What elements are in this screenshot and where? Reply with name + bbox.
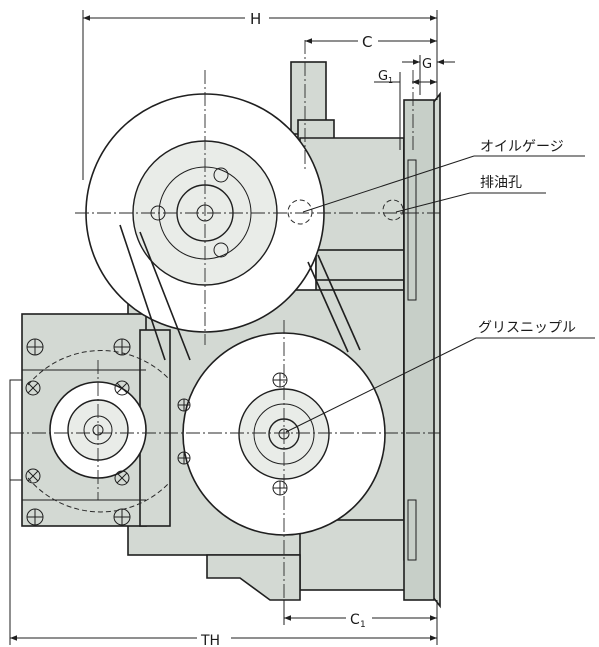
svg-text:G: G xyxy=(378,69,388,84)
svg-text:C: C xyxy=(350,612,360,628)
oil-gauge-label: オイルゲージ xyxy=(480,139,564,155)
dim-label-C1: C 1 xyxy=(350,612,366,630)
dim-label-G1: G 1 xyxy=(378,69,393,85)
oil-gauge-callout: オイルゲージ xyxy=(302,139,585,213)
drain-hole-callout: 排油孔 xyxy=(395,175,546,213)
belt xyxy=(119,224,361,361)
dim-label-C: C xyxy=(362,33,372,51)
grease-nipple-label: グリスニップル xyxy=(478,320,576,336)
mounting-bolts xyxy=(25,338,288,526)
drain-hole-label: 排油孔 xyxy=(480,175,522,191)
grease-nipple-callout: グリスニップル xyxy=(285,320,595,433)
dim-label-G: G xyxy=(422,57,432,72)
svg-text:1: 1 xyxy=(388,76,393,85)
dim-label-H: H xyxy=(250,10,261,28)
center-lines xyxy=(10,40,440,620)
svg-text:1: 1 xyxy=(360,620,366,630)
dim-label-TH: TH xyxy=(200,633,220,647)
